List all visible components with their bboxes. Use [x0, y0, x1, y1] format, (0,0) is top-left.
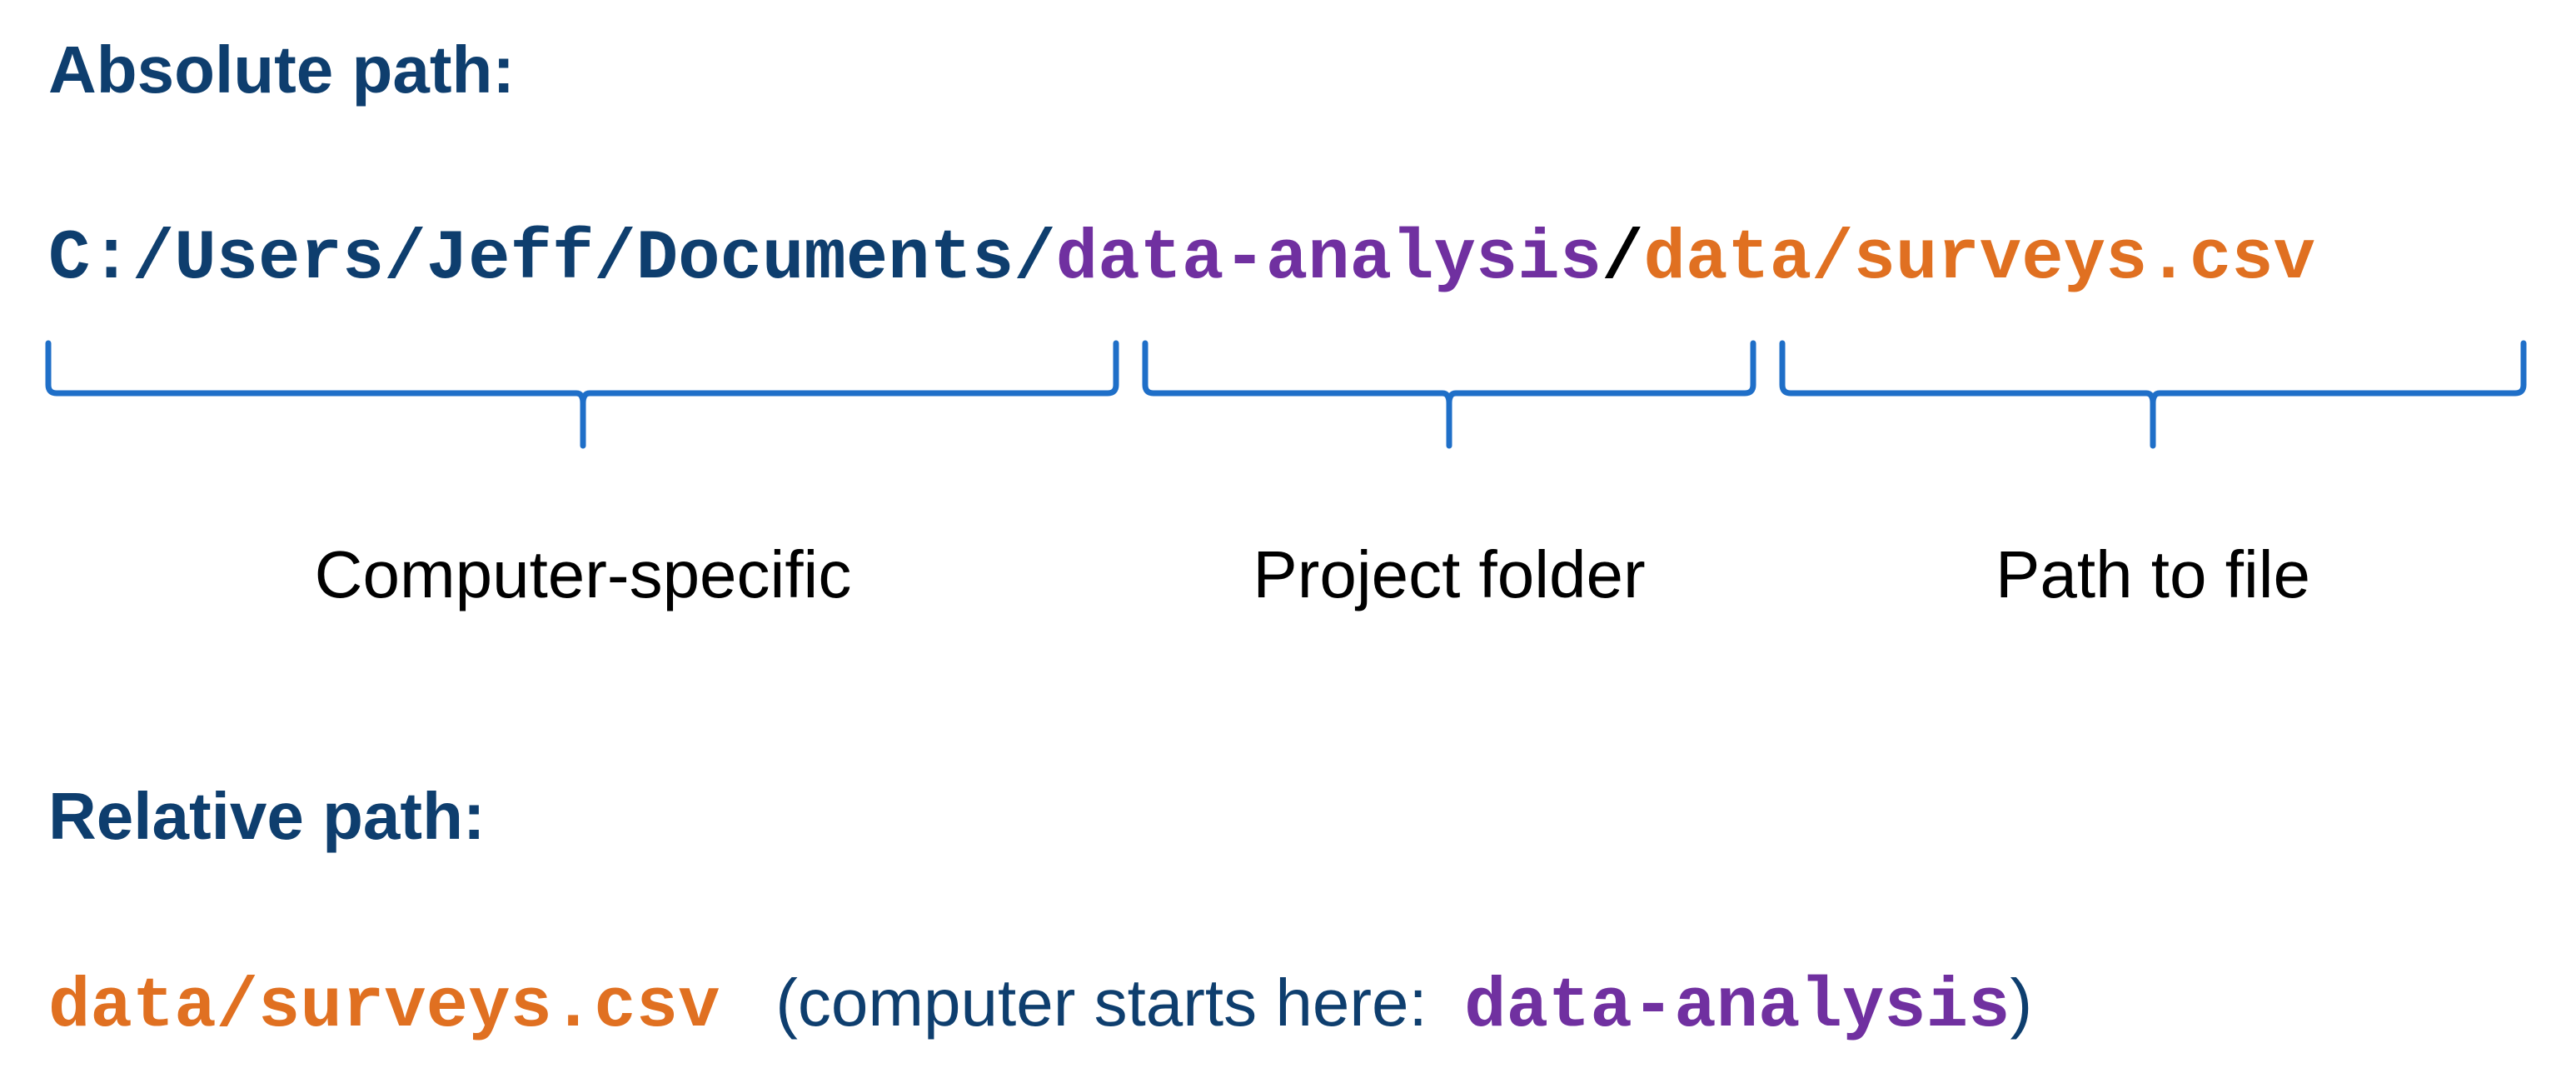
relative-note-open-text: (computer starts here: — [775, 966, 1428, 1040]
brace-computer-path — [45, 340, 1119, 449]
relative-path-line: data/surveys.csv (computer starts here: … — [48, 970, 2032, 1043]
brace-project — [1142, 340, 1756, 449]
separator-slash: / — [1602, 220, 1644, 299]
label-path-to-file: Path to file — [1995, 537, 2311, 611]
relative-note-close: ) — [2010, 966, 2033, 1040]
brace-file-path — [1779, 340, 2527, 449]
absolute-path-heading: Absolute path: — [48, 32, 515, 107]
label-computer-specific: Computer-specific — [314, 537, 852, 611]
relative-note-project: data-analysis — [1464, 968, 2010, 1047]
file-segment: data/surveys.csv — [1643, 220, 2316, 299]
computer-segment: C:/Users/Jeff/Documents/ — [48, 220, 1056, 299]
project-segment: data-analysis — [1055, 220, 1602, 299]
brace-file — [1779, 340, 2527, 449]
brace-computer — [45, 340, 1119, 449]
relative-path-heading: Relative path: — [48, 779, 486, 853]
relative-note-open: (computer starts here: — [720, 966, 1465, 1040]
relative-file-path: data/surveys.csv — [48, 968, 720, 1047]
label-project-folder: Project folder — [1253, 537, 1646, 611]
brace-project-path — [1142, 340, 1756, 449]
absolute-path-text: C:/Users/Jeff/Documents/data-analysis/da… — [48, 225, 2315, 295]
